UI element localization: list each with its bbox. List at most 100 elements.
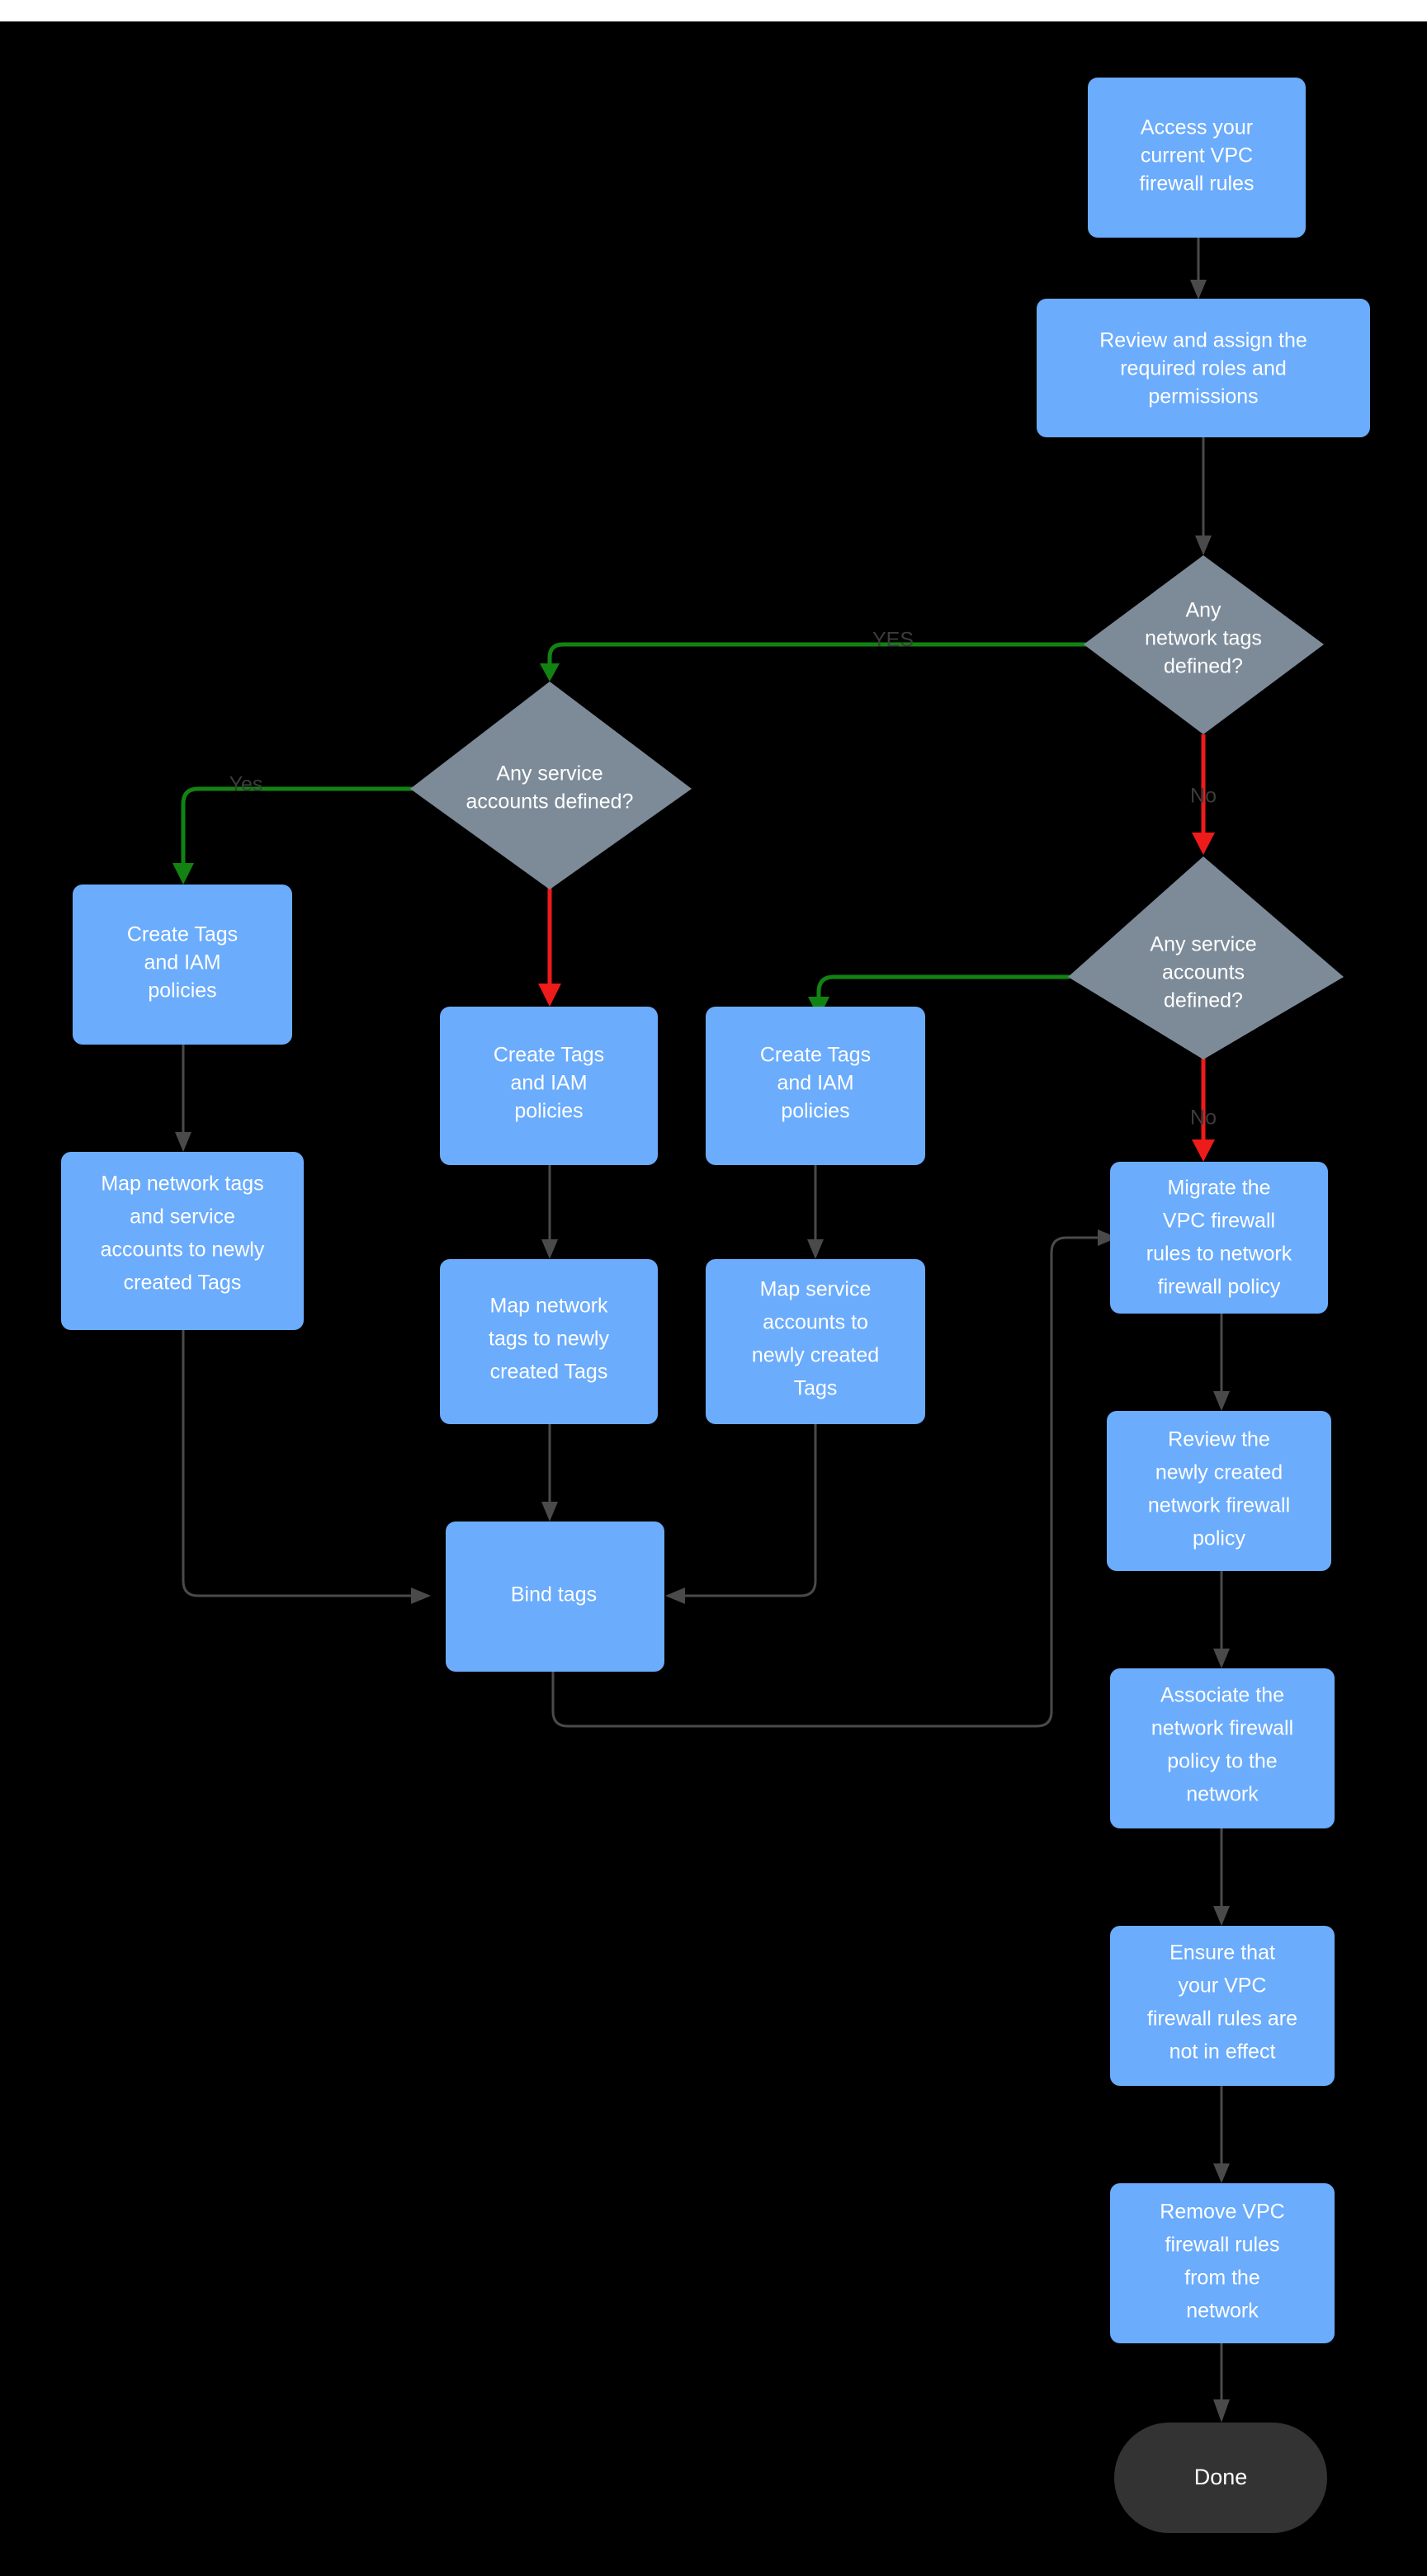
node-review-policy-shape[interactable]	[1107, 1411, 1331, 1571]
node-ensure-not-in-effect-line-0: Ensure that	[1169, 1941, 1275, 1965]
node-create-tags-iam-left-line-1: and IAM	[144, 951, 220, 974]
node-map-network-tags-shape[interactable]	[440, 1259, 658, 1424]
node-create-tags-iam-right-line-1: and IAM	[777, 1072, 853, 1095]
node-access-vpc-rules-shape[interactable]	[1088, 78, 1306, 238]
edge-migrate-to-review-policy	[1213, 1314, 1230, 1411]
node-remove-rules-line-3: network	[1186, 2300, 1259, 2323]
edge-access-to-review	[1190, 238, 1207, 300]
edge-network-tags-no	[1192, 734, 1215, 855]
node-review-roles-line-1: required roles and	[1120, 357, 1287, 380]
node-service-accounts-decision-right-line-1: accounts	[1162, 961, 1245, 984]
edge-service-accounts-left-no	[538, 885, 561, 1007]
edge-network-tags-yes	[540, 642, 1086, 682]
node-service-accounts-decision-left-shape[interactable]	[410, 682, 692, 889]
edge-bind-to-migrate	[551, 1229, 1118, 1728]
node-done-line-0: Done	[1194, 2465, 1248, 2489]
node-remove-rules-line-0: Remove VPC	[1160, 2201, 1284, 2224]
node-network-tags-decision[interactable]: Any network tags defined?	[1084, 555, 1324, 734]
node-network-tags-decision-shape[interactable]	[1084, 555, 1324, 734]
node-service-accounts-decision-right-line-2: defined?	[1164, 989, 1243, 1012]
node-network-tags-decision-line-2: defined?	[1164, 655, 1243, 678]
node-map-tags-and-accounts-line-3: created Tags	[124, 1271, 242, 1295]
node-access-vpc-rules-line-2: firewall rules	[1140, 172, 1255, 196]
node-map-service-accounts-line-0: Map service	[760, 1278, 872, 1301]
node-map-network-tags-line-0: Map network	[489, 1295, 608, 1318]
node-migrate-rules-shape[interactable]	[1110, 1162, 1328, 1314]
node-map-service-accounts-line-3: Tags	[794, 1377, 838, 1400]
edge-review-to-network-tags	[1195, 437, 1212, 555]
node-service-accounts-decision-right-shape[interactable]	[1068, 856, 1344, 1059]
node-service-accounts-decision-right-line-0: Any service	[1150, 933, 1256, 956]
edge-service-accounts-right-no	[1192, 1056, 1215, 1162]
node-service-accounts-decision-right[interactable]: Any service accounts defined?	[1068, 856, 1344, 1059]
node-map-tags-and-accounts-line-2: accounts to newly	[101, 1238, 265, 1262]
node-review-policy-line-0: Review the	[1168, 1428, 1270, 1451]
node-associate-policy-line-3: network	[1186, 1783, 1259, 1806]
node-create-tags-iam-middle-shape[interactable]	[440, 1007, 658, 1165]
node-create-tags-iam-left-line-0: Create Tags	[127, 923, 238, 946]
node-remove-rules[interactable]: Remove VPC firewall rules from the netwo…	[1110, 2183, 1335, 2343]
edge-label-service-accounts-right-no: No	[1190, 1106, 1217, 1130]
node-map-service-accounts-shape[interactable]	[706, 1259, 925, 1424]
node-migrate-rules-line-0: Migrate the	[1167, 1177, 1270, 1200]
node-create-tags-iam-left[interactable]: Create Tags and IAM policies	[73, 885, 292, 1045]
node-remove-rules-line-2: from the	[1184, 2267, 1260, 2290]
node-migrate-rules-line-1: VPC firewall	[1163, 1210, 1275, 1233]
edge-remove-to-done	[1213, 2343, 1230, 2423]
node-map-network-tags[interactable]: Map network tags to newly created Tags	[440, 1259, 658, 1424]
node-ensure-not-in-effect-line-2: firewall rules are	[1147, 2007, 1297, 2031]
node-network-tags-decision-line-0: Any	[1185, 599, 1221, 622]
node-migrate-rules-line-3: firewall policy	[1158, 1276, 1281, 1299]
node-migrate-rules-line-2: rules to network	[1146, 1243, 1292, 1266]
node-review-roles-shape[interactable]	[1037, 299, 1370, 437]
node-create-tags-iam-left-shape[interactable]	[73, 885, 292, 1045]
node-map-network-tags-line-1: tags to newly	[489, 1328, 609, 1351]
flowchart-svg: YES No Yes	[61, 78, 1370, 2533]
node-access-vpc-rules-line-1: current VPC	[1141, 144, 1253, 167]
edge-create-right-to-map-service	[807, 1162, 824, 1259]
flowchart-canvas: YES No Yes	[0, 21, 1427, 2576]
node-associate-policy[interactable]: Associate the network firewall policy to…	[1110, 1668, 1335, 1828]
node-create-tags-iam-left-line-2: policies	[148, 979, 216, 1003]
node-map-tags-and-accounts-shape[interactable]	[61, 1152, 304, 1330]
edge-map-network-to-bind	[541, 1424, 558, 1522]
edge-service-accounts-left-yes	[172, 786, 413, 885]
node-bind-tags-shape[interactable]	[446, 1522, 664, 1672]
node-create-tags-iam-middle[interactable]: Create Tags and IAM policies	[440, 1007, 658, 1165]
node-review-roles-line-0: Review and assign the	[1099, 329, 1307, 352]
node-create-tags-iam-middle-line-2: policies	[514, 1100, 583, 1123]
edge-ensure-to-remove	[1213, 2086, 1230, 2183]
edge-create-left-to-map-both	[175, 1045, 191, 1152]
node-service-accounts-decision-left-line-1: accounts defined?	[466, 790, 634, 814]
node-review-policy-line-1: newly created	[1155, 1461, 1283, 1484]
node-review-policy[interactable]: Review the newly created network firewal…	[1107, 1411, 1331, 1571]
node-create-tags-iam-right[interactable]: Create Tags and IAM policies	[706, 1007, 925, 1165]
node-create-tags-iam-right-shape[interactable]	[706, 1007, 925, 1165]
node-service-accounts-decision-left[interactable]: Any service accounts defined?	[410, 682, 692, 889]
node-ensure-not-in-effect-line-1: your VPC	[1179, 1974, 1267, 1998]
edge-associate-to-ensure	[1213, 1828, 1230, 1926]
node-access-vpc-rules[interactable]: Access your current VPC firewall rules	[1088, 78, 1306, 238]
node-associate-policy-line-2: policy to the	[1167, 1750, 1277, 1773]
edge-review-policy-to-associate	[1213, 1571, 1230, 1668]
node-create-tags-iam-right-line-2: policies	[781, 1100, 849, 1123]
node-migrate-rules[interactable]: Migrate the VPC firewall rules to networ…	[1110, 1162, 1328, 1314]
node-bind-tags-line-0: Bind tags	[511, 1583, 597, 1606]
edge-label-network-tags-no: No	[1190, 785, 1217, 808]
node-ensure-not-in-effect-shape[interactable]	[1110, 1926, 1335, 2086]
node-map-service-accounts[interactable]: Map service accounts to newly created Ta…	[706, 1259, 925, 1424]
node-network-tags-decision-line-1: network tags	[1145, 627, 1262, 650]
node-done-shape[interactable]	[1114, 2423, 1327, 2533]
node-review-roles[interactable]: Review and assign the required roles and…	[1037, 299, 1370, 437]
node-service-accounts-decision-left-line-0: Any service	[496, 762, 602, 786]
node-remove-rules-shape[interactable]	[1110, 2183, 1335, 2343]
node-bind-tags[interactable]: Bind tags	[446, 1522, 664, 1672]
node-review-roles-line-2: permissions	[1148, 385, 1258, 408]
node-create-tags-iam-right-line-0: Create Tags	[760, 1044, 871, 1067]
node-done[interactable]: Done	[1114, 2423, 1327, 2533]
node-map-tags-and-accounts-line-0: Map network tags	[101, 1172, 263, 1196]
node-map-tags-and-accounts[interactable]: Map network tags and service accounts to…	[61, 1152, 304, 1330]
node-ensure-not-in-effect[interactable]: Ensure that your VPC firewall rules are …	[1110, 1926, 1335, 2086]
node-associate-policy-shape[interactable]	[1110, 1668, 1335, 1828]
node-create-tags-iam-middle-line-0: Create Tags	[494, 1044, 604, 1067]
